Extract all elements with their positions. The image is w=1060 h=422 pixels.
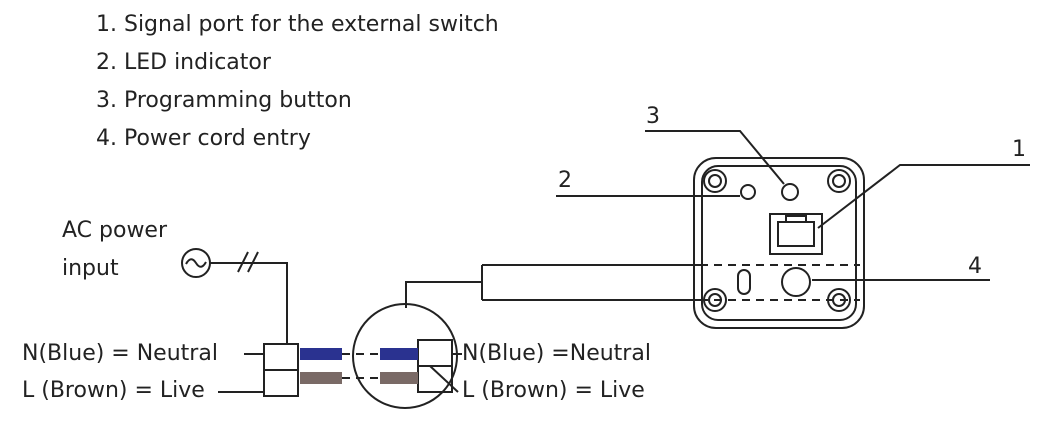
callout-3: 3 — [646, 104, 660, 129]
callout-4: 4 — [968, 254, 982, 279]
wire-blue-neutral — [300, 348, 418, 360]
legend-item-signal-port: 1. Signal port for the external switch — [96, 12, 499, 37]
signal-port-icon — [769, 213, 823, 255]
callout-2: 2 — [558, 168, 572, 193]
legend-list: 1. Signal port for the external switch 2… — [96, 6, 499, 158]
legend-item-led: 2. LED indicator — [96, 50, 271, 75]
right-neutral-label: N(Blue) =Neutral — [462, 341, 651, 366]
left-neutral-label: N(Blue) = Neutral — [22, 341, 218, 366]
legend-item-programming-button: 3. Programming button — [96, 88, 352, 113]
wire-brown-live — [300, 372, 418, 384]
power-cord-entry-icon — [781, 267, 811, 297]
led-indicator-icon — [740, 184, 756, 200]
left-live-label: L (Brown) = Live — [22, 378, 205, 403]
screw-top-left — [703, 169, 727, 193]
device-outer-body — [693, 157, 865, 329]
programming-button-icon — [781, 183, 799, 201]
ac-input-label: input — [62, 256, 119, 281]
callout-1: 1 — [1012, 137, 1026, 162]
ac-power-label: AC power — [62, 218, 168, 243]
legend-item-power-cord: 4. Power cord entry — [96, 126, 311, 151]
right-live-label: L (Brown) = Live — [462, 378, 645, 403]
device-inner-body — [701, 165, 857, 321]
terminal-detail-circle — [352, 303, 458, 409]
screw-top-right — [827, 169, 851, 193]
mounting-slot — [737, 269, 751, 295]
